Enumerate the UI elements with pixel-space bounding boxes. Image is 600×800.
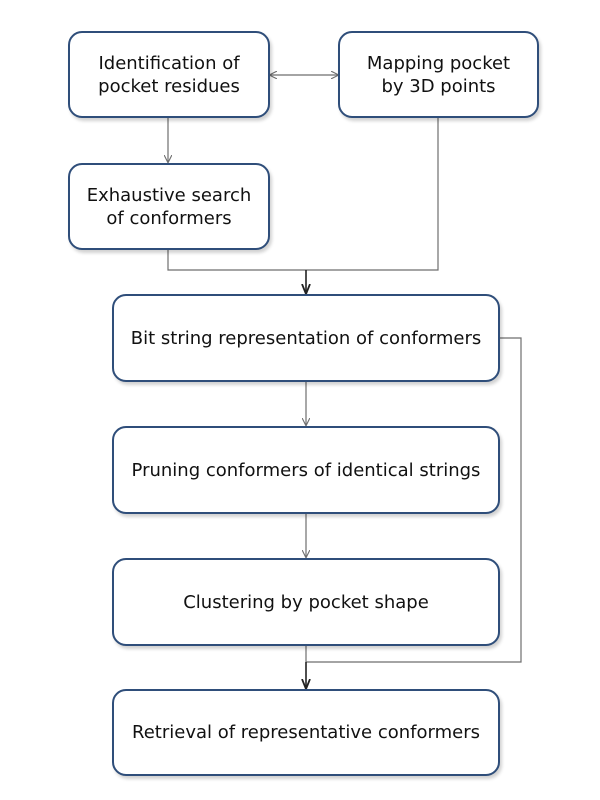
node-pruning: Pruning conformers of identical strings — [112, 426, 500, 514]
node-identification-label: Identification of pocket residues — [98, 52, 240, 97]
node-bitstring: Bit string representation of conformers — [112, 294, 500, 382]
node-exhaustive-label: Exhaustive search of conformers — [86, 184, 252, 229]
node-identification: Identification of pocket residues — [68, 31, 270, 118]
node-pruning-label: Pruning conformers of identical strings — [131, 459, 481, 481]
node-retrieval-label: Retrieval of representative conformers — [132, 722, 480, 743]
node-mapping: Mapping pocket by 3D points — [338, 31, 539, 118]
connector-mapping-merge — [306, 118, 439, 271]
node-bitstring-label: Bit string representation of conformers — [130, 327, 482, 349]
node-clustering: Clustering by pocket shape — [112, 558, 500, 646]
connector-bitstring-bypass — [306, 337, 522, 663]
node-retrieval: Retrieval of representative conformers — [112, 689, 500, 776]
node-exhaustive: Exhaustive search of conformers — [68, 163, 270, 250]
connector-exhaustive-merge — [167, 250, 306, 271]
node-mapping-label: Mapping pocket by 3D points — [366, 52, 511, 97]
node-clustering-label: Clustering by pocket shape — [183, 591, 429, 613]
